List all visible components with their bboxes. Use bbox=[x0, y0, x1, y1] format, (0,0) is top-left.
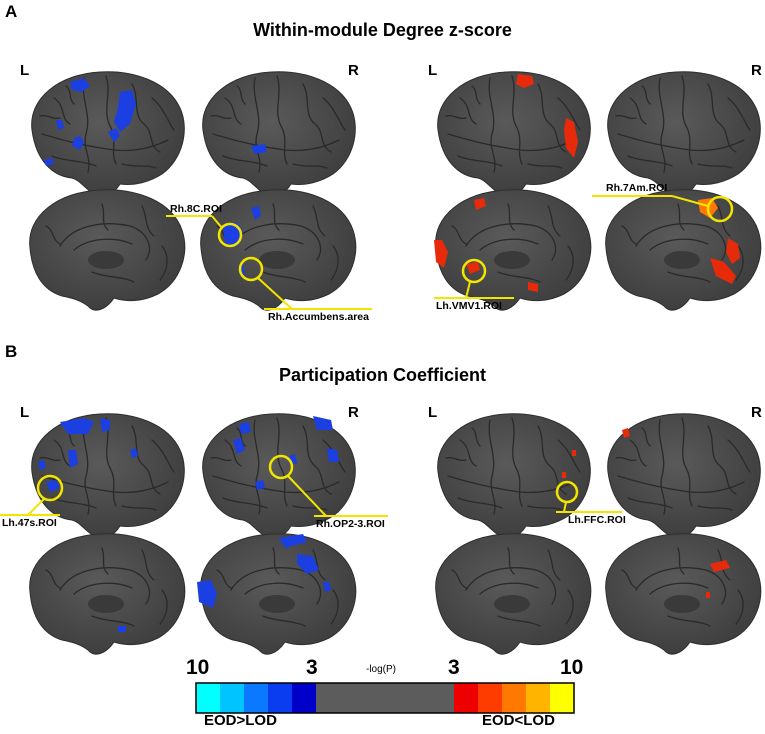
colorbar-right-max: 10 bbox=[560, 656, 584, 679]
brain-b-right-lateral bbox=[202, 413, 356, 540]
brain-a-left-lateral-2 bbox=[437, 71, 591, 198]
brain-b-right-medial-2 bbox=[605, 533, 762, 655]
brain-b-left-medial-2 bbox=[435, 533, 592, 655]
colorbar bbox=[195, 682, 575, 714]
colorbar-right-caption: EOD<LOD bbox=[482, 712, 555, 729]
colorbar-axis-label: -log(P) bbox=[366, 664, 397, 675]
colorbar-warm-segment bbox=[526, 683, 550, 713]
colorbar-right-min: 3 bbox=[448, 656, 460, 679]
roi-marker-lh-47s bbox=[0, 474, 64, 516]
colorbar-blue-segment bbox=[196, 683, 220, 713]
brain-b-right-lateral-2 bbox=[607, 413, 761, 540]
colorbar-border bbox=[195, 682, 575, 714]
roi-label-rh-8c: Rh.8C.ROI bbox=[170, 203, 222, 215]
panel-a-right-group-r: R bbox=[751, 62, 762, 79]
roi-label-rh-7am: Rh.7Am.ROI bbox=[606, 182, 668, 194]
panel-b-right-group-l: L bbox=[428, 404, 438, 421]
colorbar-blue-segment bbox=[268, 683, 292, 713]
brain-a-left-lateral bbox=[31, 71, 185, 198]
panel-a-left-group-l: L bbox=[20, 62, 30, 79]
colorbar-warm-segment bbox=[478, 683, 502, 713]
roi-marker-lh-vmv1 bbox=[434, 258, 514, 299]
panel-b-right-group-r: R bbox=[751, 404, 762, 421]
colorbar-blue-segment bbox=[220, 683, 244, 713]
brain-b-left-lateral-2 bbox=[437, 413, 591, 540]
colorbar-warm-segment bbox=[550, 683, 574, 713]
panel-b-title: Participation Coefficient bbox=[278, 365, 487, 385]
roi-marker-rh-op2-3 bbox=[268, 454, 388, 517]
panel-b-left-group-l: L bbox=[20, 404, 30, 421]
colorbar-warm-segment bbox=[502, 683, 526, 713]
brain-b-left-medial bbox=[29, 533, 186, 655]
roi-marker-lh-ffc bbox=[555, 480, 622, 513]
colorbar-left-caption: EOD>LOD bbox=[204, 712, 277, 729]
panel-a-left-group-r: R bbox=[348, 62, 359, 79]
roi-marker-rh-accumbens bbox=[238, 256, 372, 310]
brain-a-left-medial-2 bbox=[434, 189, 592, 311]
brain-a-left-medial bbox=[29, 189, 186, 311]
brain-a-right-lateral-2 bbox=[607, 71, 761, 198]
brain-a-right-medial bbox=[200, 189, 357, 311]
colorbar-gray-segment bbox=[316, 683, 454, 713]
colorbar-warm-segment bbox=[454, 683, 478, 713]
roi-label-rh-op2-3: Rh.OP2-3.ROI bbox=[316, 518, 385, 530]
brain-b-left-lateral bbox=[31, 413, 185, 540]
roi-marker-rh-8c bbox=[166, 215, 243, 248]
brain-b-right-medial bbox=[197, 533, 357, 655]
panel-a-letter: A bbox=[5, 2, 18, 21]
roi-label-lh-vmv1: Lh.VMV1.ROI bbox=[436, 300, 502, 312]
brain-a-right-medial-2 bbox=[605, 189, 762, 311]
colorbar-left-max: 10 bbox=[186, 656, 210, 679]
colorbar-blue-segment bbox=[244, 683, 268, 713]
panel-a-title: Within-module Degree z-score bbox=[253, 20, 512, 40]
roi-label-lh-ffc: Lh.FFC.ROI bbox=[568, 514, 626, 526]
roi-label-rh-accumbens: Rh.Accumbens.area bbox=[268, 311, 369, 323]
colorbar-blue-segment bbox=[292, 683, 316, 713]
panel-b-letter: B bbox=[5, 342, 18, 361]
roi-marker-rh-7am bbox=[592, 195, 734, 223]
panel-b-left-group-r: R bbox=[348, 404, 359, 421]
colorbar-left-min: 3 bbox=[306, 656, 318, 679]
panel-a-right-group-l: L bbox=[428, 62, 438, 79]
roi-label-lh-47s: Lh.47s.ROI bbox=[2, 517, 57, 529]
brain-a-right-lateral bbox=[202, 71, 356, 198]
